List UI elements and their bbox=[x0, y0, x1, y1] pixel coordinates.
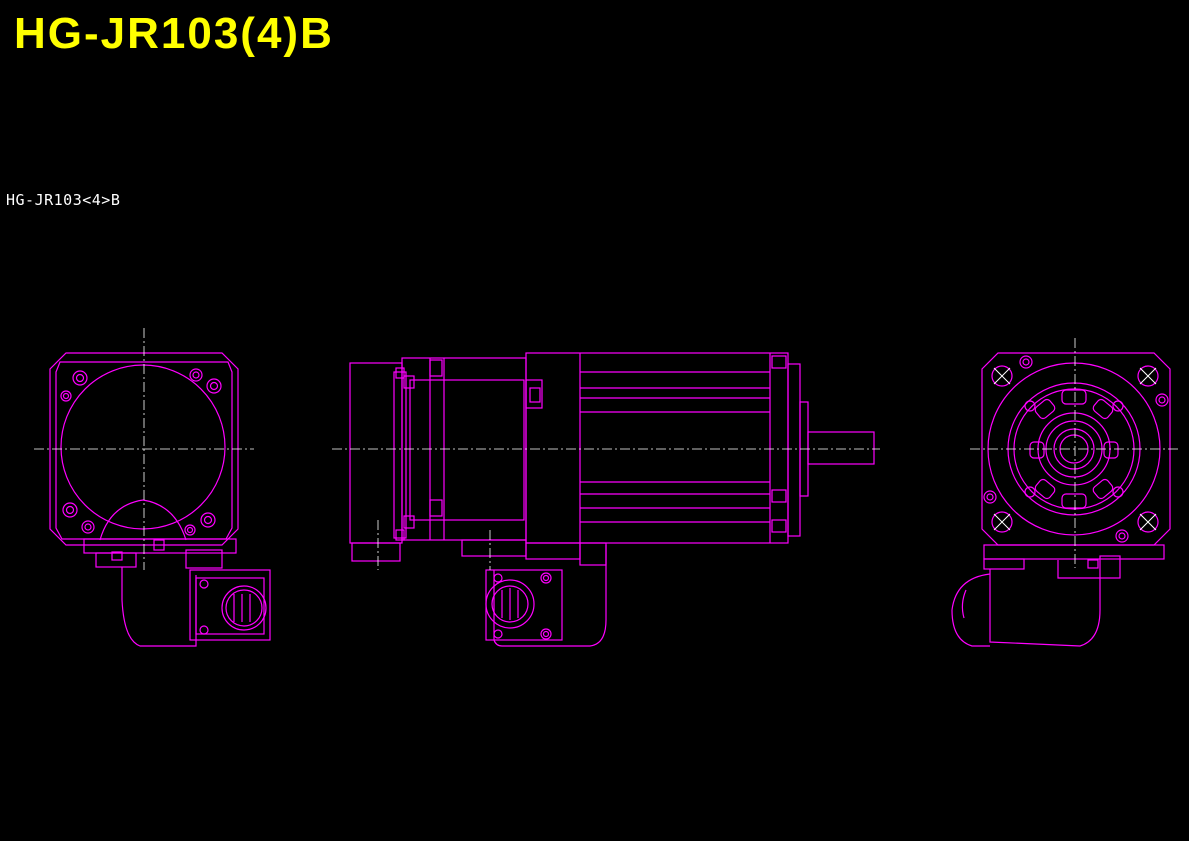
front-slots bbox=[1029, 389, 1119, 509]
rear-bolts bbox=[60, 368, 222, 536]
side-centerlines bbox=[332, 448, 880, 570]
rear-centerlines bbox=[34, 328, 254, 570]
page-title: HG-JR103(4)B bbox=[14, 9, 334, 58]
side-view bbox=[349, 352, 875, 647]
front-x-marks bbox=[993, 367, 1157, 531]
model-label: HG-JR103<4>B bbox=[6, 191, 121, 209]
front-view bbox=[951, 352, 1171, 647]
front-centerlines bbox=[970, 338, 1180, 568]
rear-view bbox=[49, 352, 271, 647]
